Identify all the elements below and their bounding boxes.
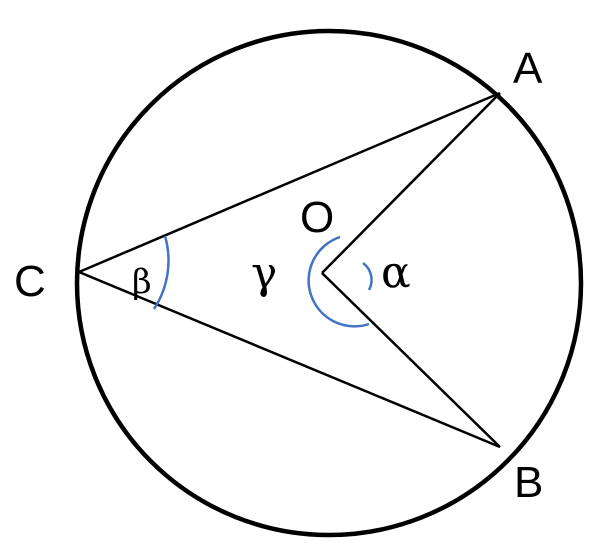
circle (74, 28, 584, 538)
chord-ca (78, 91, 501, 274)
angle-gamma-label: γ (251, 248, 277, 299)
angle-beta-label: β (132, 262, 152, 302)
radius-ob (321, 272, 501, 448)
point-o-label: O (300, 193, 334, 242)
angle-alpha-arc (362, 261, 373, 291)
angle-gamma-arc (307, 235, 370, 328)
radius-oa (321, 92, 501, 274)
point-c-label: C (14, 257, 46, 306)
angle-beta-arc (152, 235, 170, 310)
point-b-label: B (514, 458, 543, 507)
point-a-label: A (513, 44, 543, 93)
angle-alpha-label: α (381, 247, 411, 298)
chord-cb (78, 270, 501, 449)
